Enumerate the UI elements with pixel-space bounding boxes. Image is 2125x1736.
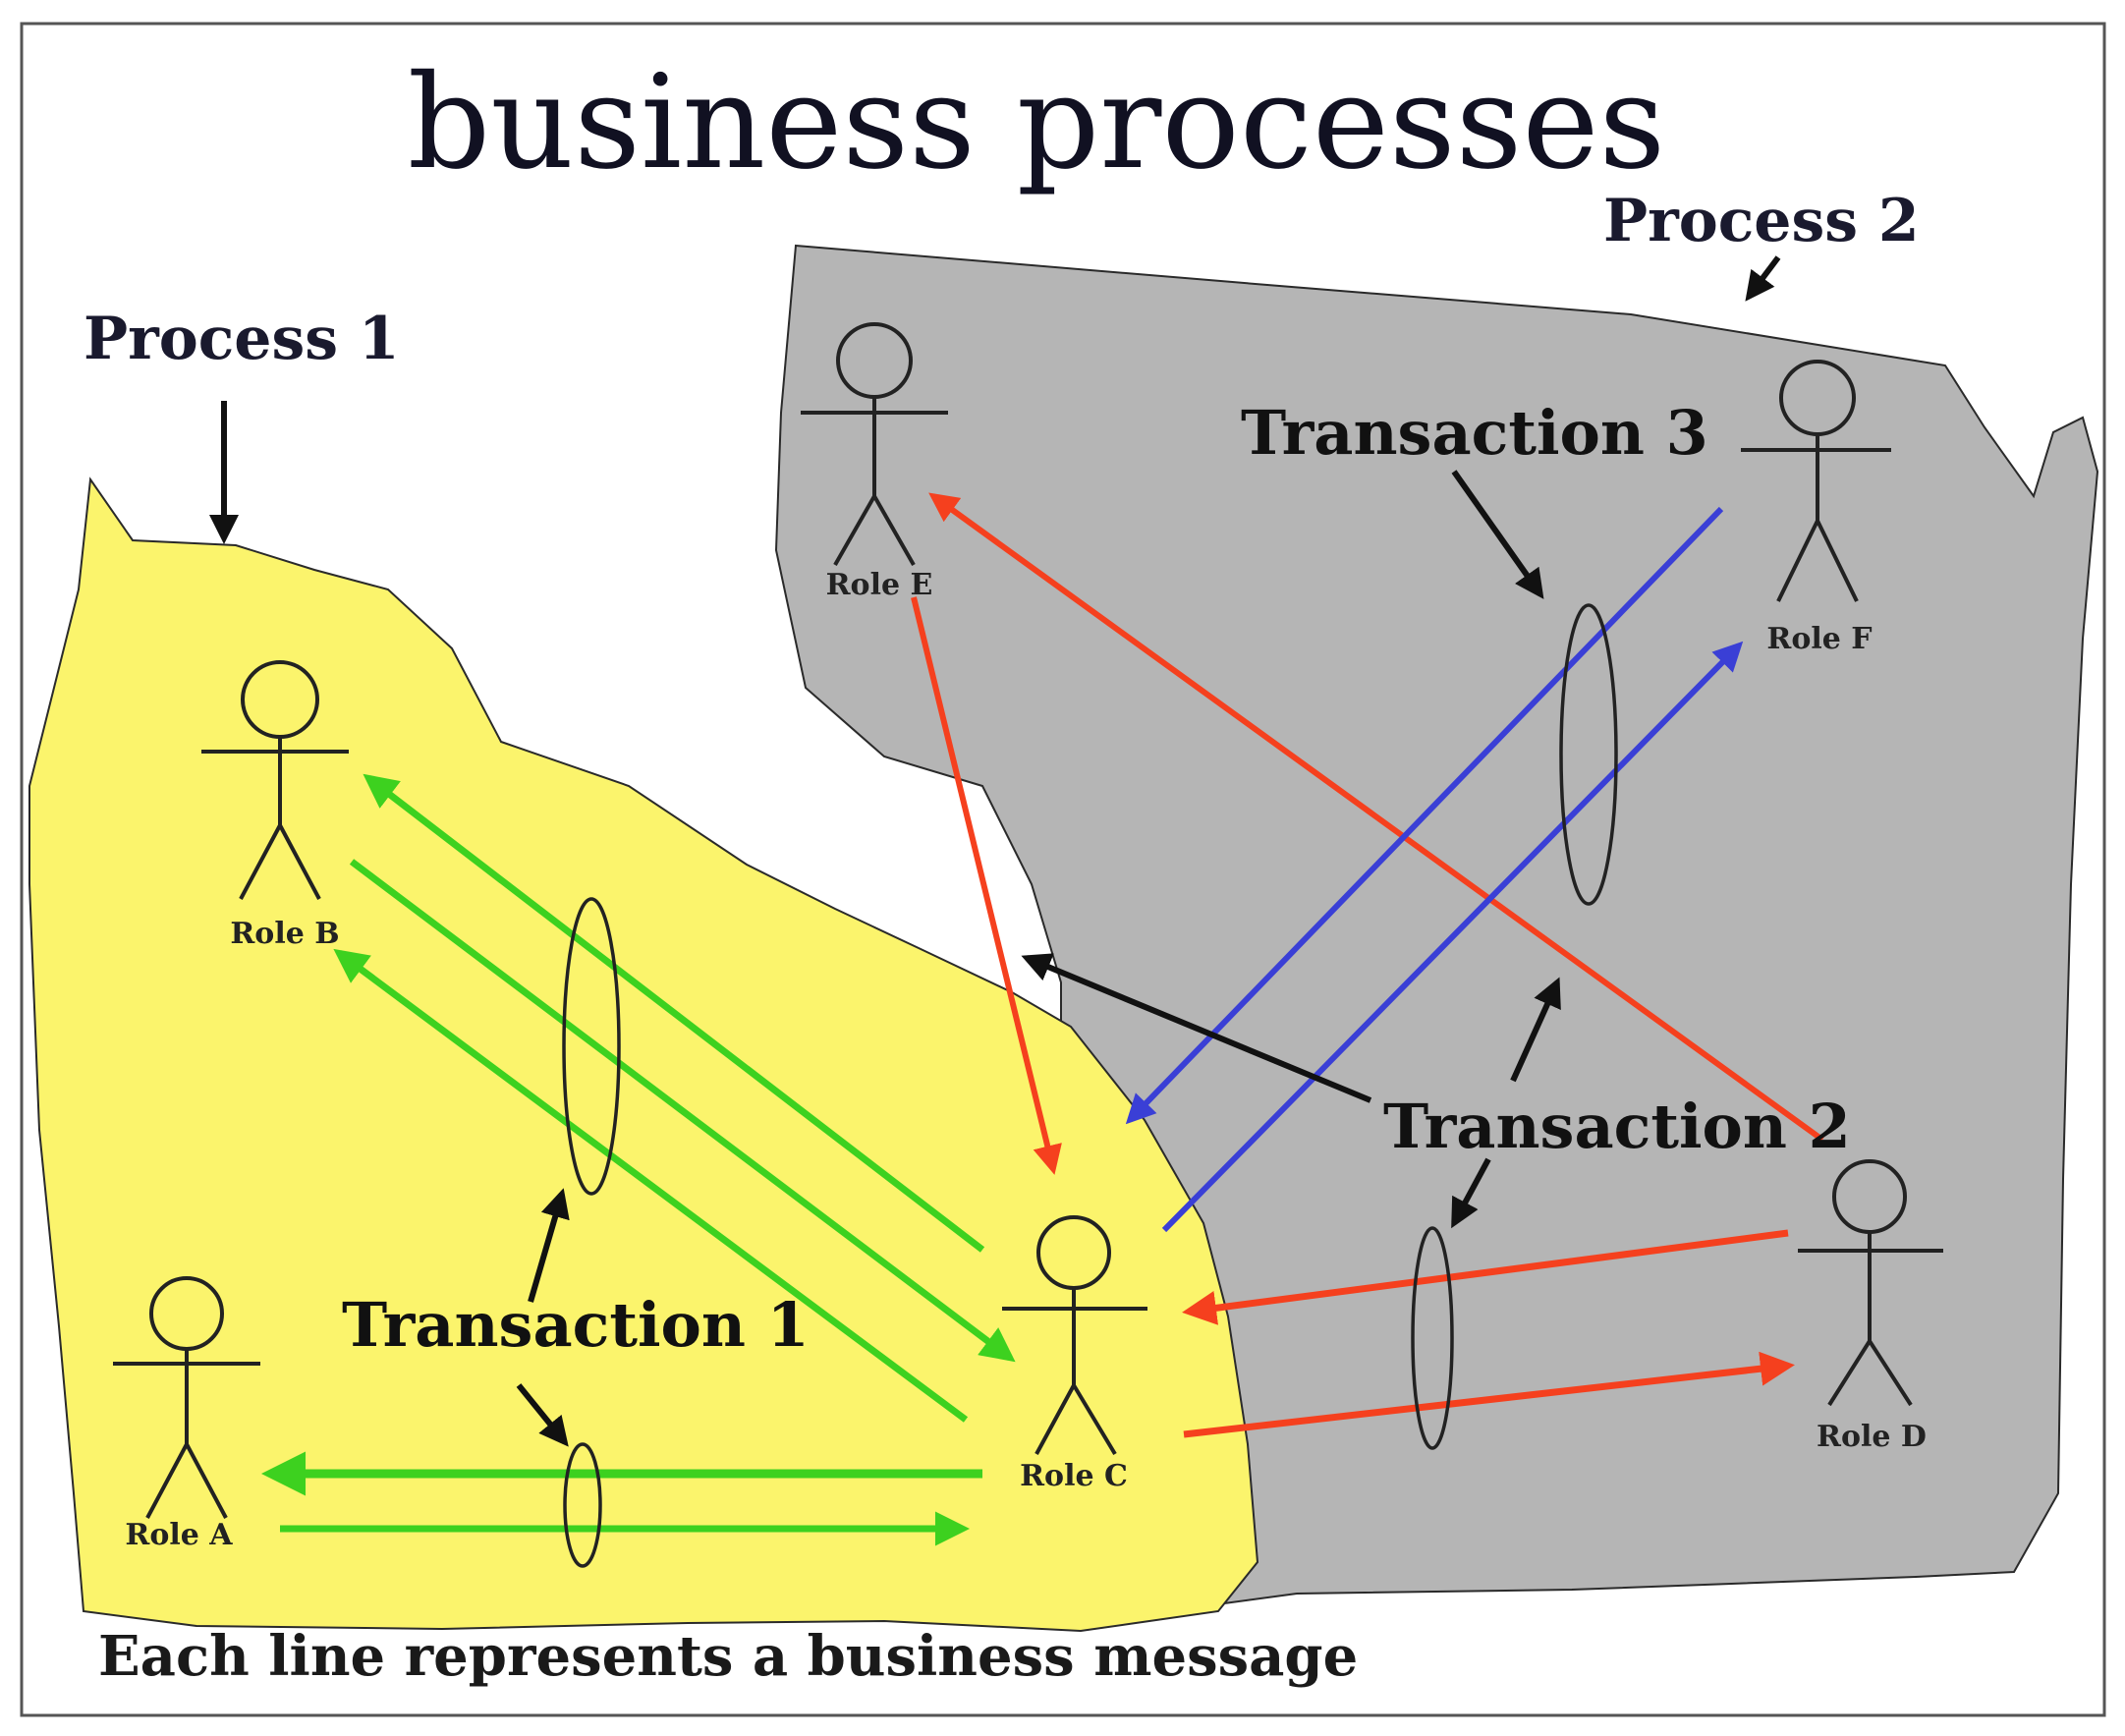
transaction-3-label: Transaction 3 (1241, 397, 1708, 469)
process-1-label: Process 1 (84, 305, 400, 373)
message-arrow (911, 596, 1062, 1175)
transaction-3-group-ellipse (1559, 603, 1618, 906)
message-arrow (1182, 1229, 1789, 1325)
role-b-actor (201, 660, 349, 900)
process-2-label: Process 2 (1603, 187, 1920, 255)
role-b-label: Role B (230, 917, 339, 951)
message-arrow (1125, 506, 1724, 1125)
role-f-actor (1741, 360, 1891, 602)
caption: Each line represents a business message (98, 1624, 1358, 1689)
message-arrow (1183, 1351, 1795, 1438)
message-arrow (333, 948, 969, 1423)
role-c-label: Role C (1020, 1459, 1128, 1493)
pointer-arrow (1451, 1157, 1491, 1229)
transaction-2-group-ellipse (1411, 1226, 1454, 1450)
pointer-arrow (516, 1383, 569, 1447)
pointer-arrow (1510, 977, 1561, 1083)
transaction-1-group-ellipse (563, 1442, 602, 1568)
pointer-arrow (528, 1188, 570, 1303)
role-c-actor (1002, 1215, 1147, 1456)
transaction-1-label: Transaction 1 (342, 1289, 810, 1361)
pointer-arrow (1021, 953, 1372, 1103)
role-d-label: Role D (1817, 1420, 1927, 1454)
message-arrow (1161, 641, 1744, 1233)
message-arrow (928, 492, 1824, 1143)
diagram-title: business processes (408, 47, 1666, 198)
role-e-label: Role E (826, 568, 933, 602)
role-a-label: Role A (125, 1518, 233, 1552)
role-a-actor (113, 1276, 260, 1519)
process-1-region (28, 476, 1259, 1633)
transaction-1-group-ellipse (562, 897, 621, 1196)
pointer-arrow (1451, 470, 1544, 599)
role-d-actor (1798, 1159, 1943, 1407)
role-f-label: Role F (1766, 622, 1872, 656)
transaction-2-label: Transaction 2 (1383, 1091, 1851, 1162)
process-2-pointer-arrow (1745, 255, 1781, 302)
message-arrow (363, 773, 985, 1253)
role-e-actor (801, 322, 948, 566)
message-arrow (349, 859, 1016, 1363)
